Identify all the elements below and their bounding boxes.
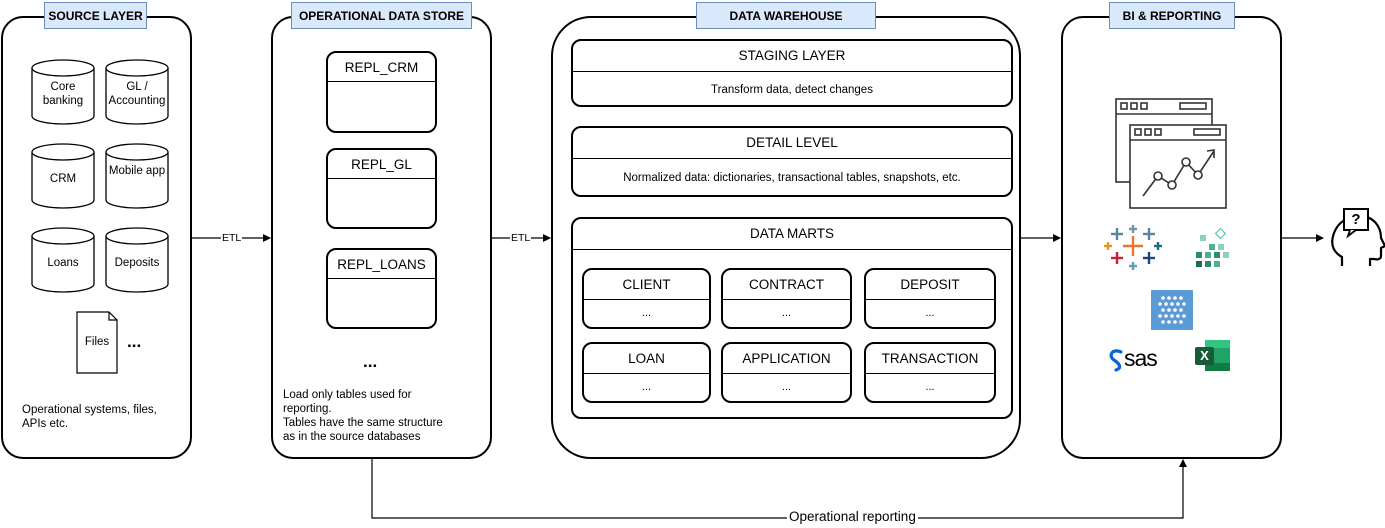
repl-table-name: REPL_GL xyxy=(328,150,435,179)
data-mart-body: ... xyxy=(925,307,935,319)
data-mart-body: ... xyxy=(781,307,792,319)
excel-logo xyxy=(1195,340,1230,371)
database-icon xyxy=(31,59,169,293)
source-system-label: Deposits xyxy=(114,257,160,269)
repl-table: REPL_LOANS xyxy=(326,248,437,329)
data-mart-body: ... xyxy=(641,381,652,393)
data-mart-card: APPLICATION ... xyxy=(721,342,852,403)
repl-table: REPL_CRM xyxy=(326,51,437,133)
data-mart-card: CONTRACT ... xyxy=(721,268,852,329)
ods-note-line-1: Load only tables used for reporting. xyxy=(283,389,412,415)
data-marts-title: DATA MARTS xyxy=(573,219,1011,250)
sas-logo-text: sas xyxy=(1124,345,1158,371)
source-system-label: CRM xyxy=(49,173,77,185)
source-layer-note: Operational systems, files, APIs etc. xyxy=(22,404,157,430)
operational-reporting-label: Operational reporting xyxy=(787,509,918,524)
detail-level-title: DETAIL LEVEL xyxy=(573,128,1011,159)
file-icon xyxy=(76,311,118,374)
repl-table-name: REPL_CRM xyxy=(328,53,435,82)
tableau-logo xyxy=(1104,225,1162,270)
ods-header: OPERATIONAL DATA STORE xyxy=(291,2,472,29)
repl-table: REPL_GL xyxy=(326,148,437,229)
ods-more-ellipsis: ... xyxy=(363,352,378,371)
operational-reporting-arrow xyxy=(371,459,1187,519)
data-mart-card: CLIENT ... xyxy=(582,268,711,329)
files-label: Files xyxy=(84,336,110,348)
data-mart-name: LOAN xyxy=(584,344,709,374)
repl-table-name: REPL_LOANS xyxy=(328,250,435,279)
bi-header: BI & REPORTING xyxy=(1109,2,1235,29)
powerbi-logo xyxy=(1151,290,1193,330)
data-mart-name: CONTRACT xyxy=(723,270,850,300)
staging-layer-title: STAGING LAYER xyxy=(573,41,1011,72)
source-layer-header: SOURCE LAYER xyxy=(44,2,147,29)
bi-panel xyxy=(1061,16,1282,459)
question-bubble-icon xyxy=(1343,208,1369,239)
question-mark-glyph: ? xyxy=(1351,211,1361,228)
etl-label-2: ETL xyxy=(510,232,532,244)
data-mart-card: TRANSACTION ... xyxy=(864,342,996,403)
ods-note-line-2: Tables have the same structure as in the… xyxy=(283,417,443,443)
data-mart-card: LOAN ... xyxy=(582,342,711,403)
qlik-logo xyxy=(1196,227,1229,267)
data-mart-name: TRANSACTION xyxy=(866,344,994,374)
excel-logo-letter: X xyxy=(1200,348,1209,363)
data-mart-body: ... xyxy=(641,307,652,319)
data-mart-card: DEPOSIT ... xyxy=(864,268,996,329)
detail-level-desc: Normalized data: dictionaries, transacti… xyxy=(623,172,961,184)
etl-label-1: ETL xyxy=(221,232,243,244)
data-mart-name: APPLICATION xyxy=(723,344,850,374)
detail-level: DETAIL LEVEL Normalized data: dictionari… xyxy=(571,126,1013,197)
source-system-label: Core banking xyxy=(42,81,84,107)
data-mart-body: ... xyxy=(925,381,935,393)
source-more-ellipsis: ... xyxy=(127,332,142,351)
data-mart-body: ... xyxy=(781,381,792,393)
dwh-header: DATA WAREHOUSE xyxy=(696,2,876,29)
sas-logo-mark xyxy=(1109,349,1123,372)
ods-note: Load only tables used for reporting. Tab… xyxy=(283,388,458,444)
source-system-label: Loans xyxy=(47,257,79,269)
source-system-label: Mobile app xyxy=(108,165,166,177)
dashboard-icon xyxy=(1115,98,1227,209)
source-system-label: GL / Accounting xyxy=(108,81,166,107)
data-mart-name: DEPOSIT xyxy=(866,270,994,300)
data-mart-name: CLIENT xyxy=(584,270,709,300)
staging-layer-desc: Transform data, detect changes xyxy=(711,84,873,96)
staging-layer: STAGING LAYER Transform data, detect cha… xyxy=(571,39,1013,107)
